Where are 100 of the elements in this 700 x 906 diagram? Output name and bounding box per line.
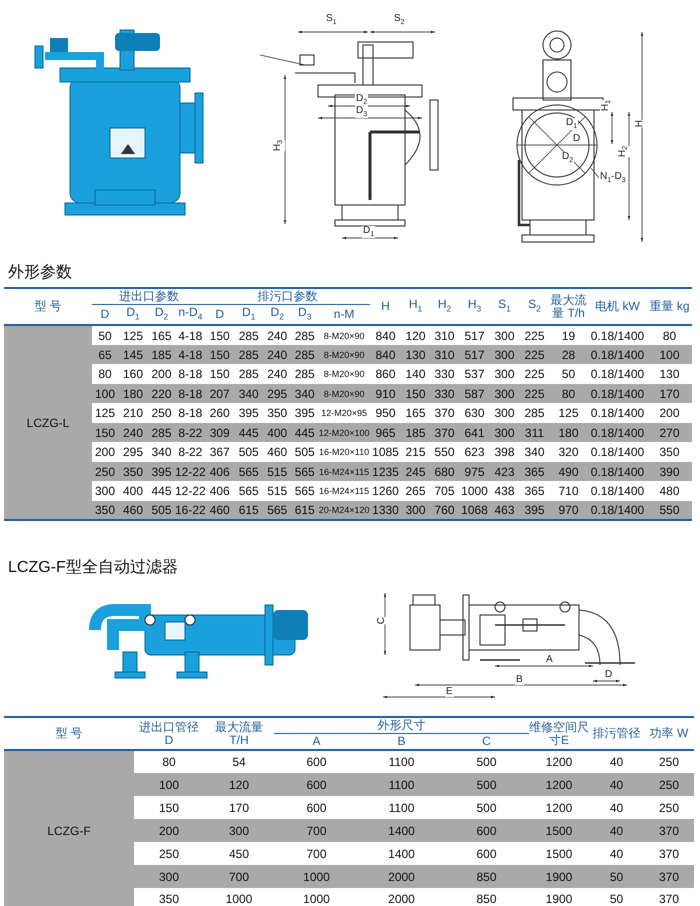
table-cell: 700 — [274, 819, 359, 842]
table-cell: 150 — [402, 384, 430, 404]
row-header: LCZG-L — [4, 325, 92, 520]
table-cell: 40 — [589, 750, 644, 773]
table-cell: 215 — [402, 442, 430, 462]
column-header: n-D$_{4}$ — [175, 304, 206, 326]
table-cell: 480 — [648, 481, 692, 501]
table-cell: 395 — [290, 403, 319, 423]
column-header: 排污管径 — [589, 717, 644, 750]
column-header: C — [444, 734, 529, 750]
table-cell: 200 — [134, 819, 204, 842]
table-cell: 80 — [550, 384, 588, 404]
column-header: 最大流量 T/h — [550, 288, 588, 326]
table-cell: 240 — [264, 325, 291, 345]
table-cell: 300 — [402, 500, 430, 520]
table-cell: 630 — [460, 403, 490, 423]
table-cell: 285 — [290, 344, 319, 364]
table-cell: 100 — [92, 384, 118, 404]
table-cell: 365 — [520, 462, 550, 482]
column-header: S$_{1}$ — [490, 288, 520, 326]
table-cell: 565 — [290, 462, 319, 482]
table-cell: 850 — [444, 888, 529, 906]
table-cell: 565 — [264, 500, 291, 520]
table-cell: 170 — [204, 796, 274, 819]
table-cell: 370 — [430, 403, 460, 423]
table-cell: 600 — [444, 842, 529, 865]
table-cell: 1500 — [529, 819, 589, 842]
column-header: D$_{2}$ — [264, 304, 291, 326]
table-cell: 1100 — [359, 796, 444, 819]
table-cell: 400 — [264, 422, 291, 442]
table-cell: 150 — [134, 796, 204, 819]
table-cell: 300 — [92, 481, 118, 501]
table-cell: 240 — [264, 344, 291, 364]
column-header: H$_{3}$ — [460, 288, 490, 326]
table-cell: 395 — [234, 403, 264, 423]
table-cell: 210 — [118, 403, 148, 423]
dimension-label: N$_{1}$-D$_{3}$ — [599, 172, 627, 184]
table-cell: 370 — [430, 422, 460, 442]
table-cell: 460 — [264, 442, 291, 462]
table-cell: 80 — [648, 325, 692, 345]
table-cell: 2000 — [359, 865, 444, 888]
dimension-label: A — [545, 655, 554, 665]
table-cell: 270 — [648, 422, 692, 442]
table-cell: 310 — [430, 344, 460, 364]
table-cell: 285 — [290, 364, 319, 384]
table-cell: 285 — [290, 325, 319, 345]
table-cell: 145 — [118, 344, 148, 364]
table-cell: 8-M20×90 — [318, 364, 370, 384]
table-cell: 140 — [402, 364, 430, 384]
table-cell: 225 — [520, 364, 550, 384]
table-cell: 840 — [370, 325, 402, 345]
table-cell: 40 — [589, 819, 644, 842]
table-cell: 12-22 — [175, 462, 206, 482]
table-cell: 350 — [264, 403, 291, 423]
table-cell: 910 — [370, 384, 402, 404]
table-cell: 100 — [648, 344, 692, 364]
table-cell: 225 — [520, 384, 550, 404]
table-cell: 965 — [370, 422, 402, 442]
table-cell: 150 — [206, 344, 234, 364]
column-header: S$_{2}$ — [520, 288, 550, 326]
table-cell: 8-18 — [175, 403, 206, 423]
table-cell: 406 — [206, 462, 234, 482]
table-cell: 185 — [402, 422, 430, 442]
table-cell: 395 — [148, 462, 175, 482]
table-cell: 300 — [490, 325, 520, 345]
table-cell: 330 — [430, 364, 460, 384]
table-cell: 0.18/1400 — [588, 325, 648, 345]
table-cell: 600 — [274, 796, 359, 819]
table-cell: 1068 — [460, 500, 490, 520]
table-cell: 295 — [118, 442, 148, 462]
table-cell: 8-M20×90 — [318, 344, 370, 364]
table-cell: 710 — [550, 481, 588, 501]
table-cell: 505 — [290, 442, 319, 462]
table-cell: 0.18/1400 — [588, 364, 648, 384]
table-cell: 505 — [148, 500, 175, 520]
table-cell: 517 — [460, 344, 490, 364]
table-cell: 600 — [274, 773, 359, 796]
table-cell: 500 — [444, 750, 529, 773]
table-cell: 517 — [460, 325, 490, 345]
table-cell: 500 — [444, 773, 529, 796]
table-cell: 300 — [490, 364, 520, 384]
table-cell: 350 — [648, 442, 692, 462]
table-cell: 40 — [589, 773, 644, 796]
table-cell: 50 — [92, 325, 118, 345]
table-cell: 8-18 — [175, 384, 206, 404]
table-cell: 250 — [644, 750, 694, 773]
dimension-label: D$_{2}$ — [561, 152, 574, 164]
column-header: D — [92, 304, 118, 326]
table-cell: 1500 — [529, 842, 589, 865]
table-cell: 565 — [234, 481, 264, 501]
table-cell: 0.18/1400 — [588, 500, 648, 520]
table-cell: 1400 — [359, 819, 444, 842]
table-cell: 970 — [550, 500, 588, 520]
column-header: 进出口管径 D — [134, 717, 204, 750]
table-cell: 350 — [92, 500, 118, 520]
table-cell: 8-M20×90 — [318, 384, 370, 404]
dimension-label: D$_{1}$ — [362, 226, 376, 238]
column-header: A — [274, 734, 359, 750]
table-cell: 300 — [490, 344, 520, 364]
table-cell: 16-M20×110 — [318, 442, 370, 462]
